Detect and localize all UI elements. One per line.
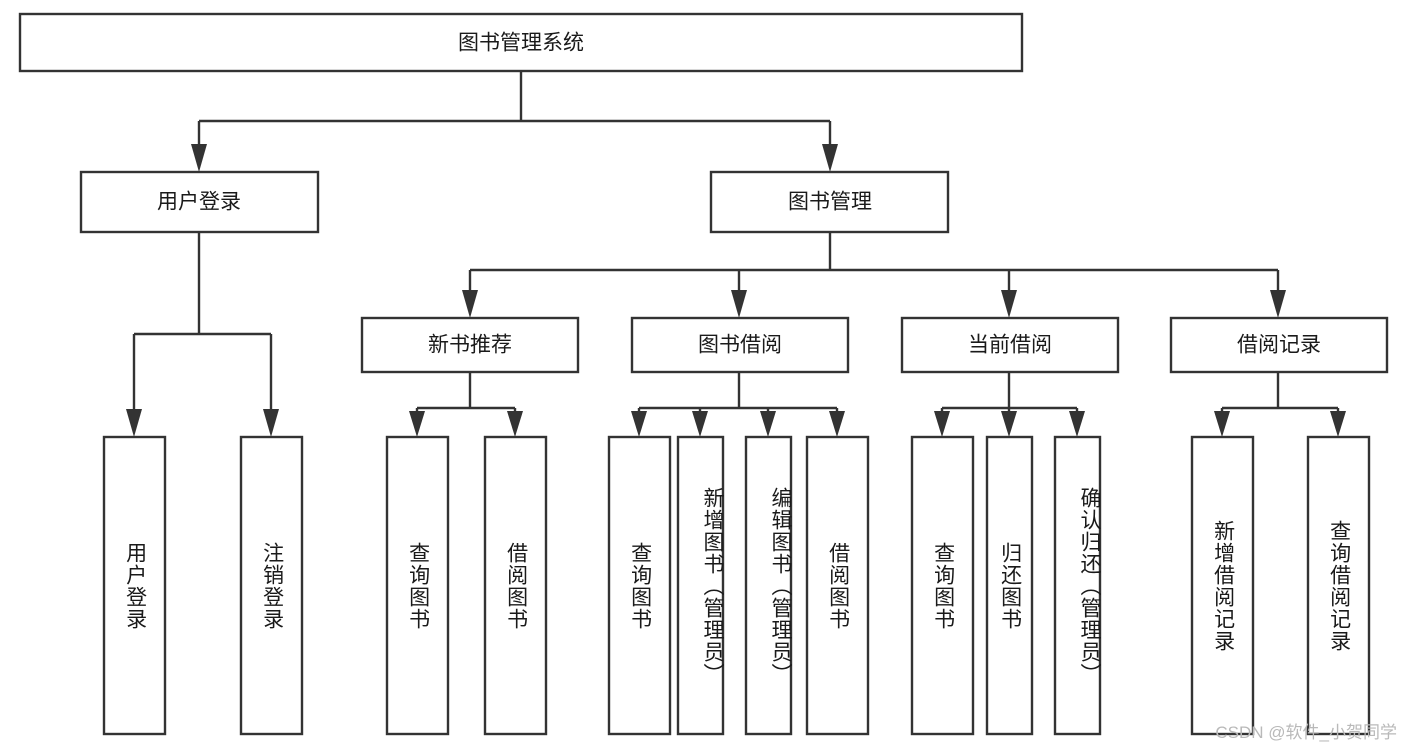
leaf-query-book-2-box[interactable] (607, 435, 672, 736)
arrowhead-leaf-add-book (692, 411, 708, 437)
node-book-manage-box[interactable] (709, 170, 950, 234)
node-book-manage-label: 图书管理 (788, 191, 872, 214)
node-borrow-record-box[interactable] (1169, 316, 1389, 374)
connector-group-new-book-recommend (409, 372, 523, 437)
leaf-borrow-book-1-box[interactable] (483, 435, 548, 736)
arrowhead-leaf-borrow-book-1 (507, 411, 523, 437)
leaf-user-login-box[interactable] (102, 435, 167, 736)
csdn-watermark: CSDN @软件_小贺同学 (1215, 723, 1397, 742)
leaf-edit-book-box[interactable] (744, 435, 793, 736)
node-root-label: 图书管理系统 (458, 32, 584, 55)
node-book-borrow-box[interactable] (630, 316, 850, 374)
node-root-box[interactable] (18, 12, 1024, 73)
node-current-borrow-label: 当前借阅 (968, 334, 1052, 357)
arrowhead-leaf-return-book (1001, 411, 1017, 437)
arrowhead-user-login (191, 144, 207, 172)
leaf-return-book-box[interactable] (985, 435, 1034, 736)
arrowhead-current-borrow (1001, 290, 1017, 318)
arrowhead-leaf-query-book-1 (409, 411, 425, 437)
arrowhead-leaf-edit-book (760, 411, 776, 437)
node-current-borrow[interactable]: 当前借阅 (900, 316, 1120, 374)
node-user-login-label: 用户登录 (157, 191, 241, 214)
node-borrow-record[interactable]: 借阅记录 (1169, 316, 1389, 374)
arrowhead-leaf-borrow-book-2 (829, 411, 845, 437)
node-user-login[interactable]: 用户登录 (79, 170, 320, 234)
connector-group-user-login (126, 232, 279, 437)
leaf-query-book-3-box[interactable] (910, 435, 975, 736)
node-borrow-record-label: 借阅记录 (1237, 334, 1321, 357)
leaf-query-book-1-box[interactable] (385, 435, 450, 736)
arrowhead-book-borrow (731, 290, 747, 318)
connector-group-book-manage (462, 232, 1286, 318)
node-book-borrow[interactable]: 图书借阅 (630, 316, 850, 374)
arrowhead-leaf-user-login (126, 409, 142, 437)
node-user-login-box[interactable] (79, 170, 320, 234)
arrowhead-leaf-query-record (1330, 411, 1346, 437)
arrowhead-leaf-query-book-3 (934, 411, 950, 437)
node-new-book-recommend-label: 新书推荐 (428, 334, 512, 357)
connector-group-book-borrow (631, 372, 845, 437)
arrowhead-leaf-confirm-return (1069, 411, 1085, 437)
arrowhead-leaf-query-book-2 (631, 411, 647, 437)
leaf-user-logout-box[interactable] (239, 435, 304, 736)
leaf-borrow-book-2-box[interactable] (805, 435, 870, 736)
leaf-confirm-return-box[interactable] (1053, 435, 1102, 736)
node-new-book-recommend[interactable]: 新书推荐 (360, 316, 580, 374)
leaf-query-record-box[interactable] (1306, 435, 1371, 736)
node-book-manage[interactable]: 图书管理 (709, 170, 950, 234)
arrowhead-borrow-record (1270, 290, 1286, 318)
node-new-book-recommend-box[interactable] (360, 316, 580, 374)
connector-group-root (191, 71, 838, 172)
arrowhead-leaf-add-record (1214, 411, 1230, 437)
leaf-add-book-box[interactable] (676, 435, 725, 736)
node-book-borrow-label: 图书借阅 (698, 334, 782, 357)
node-root[interactable]: 图书管理系统 (18, 12, 1024, 73)
arrowhead-book-manage (822, 144, 838, 172)
node-current-borrow-box[interactable] (900, 316, 1120, 374)
connector-group-borrow-record (1214, 372, 1346, 437)
arrowhead-new-book-recommend (462, 290, 478, 318)
arrowhead-leaf-user-logout (263, 409, 279, 437)
connector-group-current-borrow (934, 372, 1085, 437)
leaf-add-record-box[interactable] (1190, 435, 1255, 736)
